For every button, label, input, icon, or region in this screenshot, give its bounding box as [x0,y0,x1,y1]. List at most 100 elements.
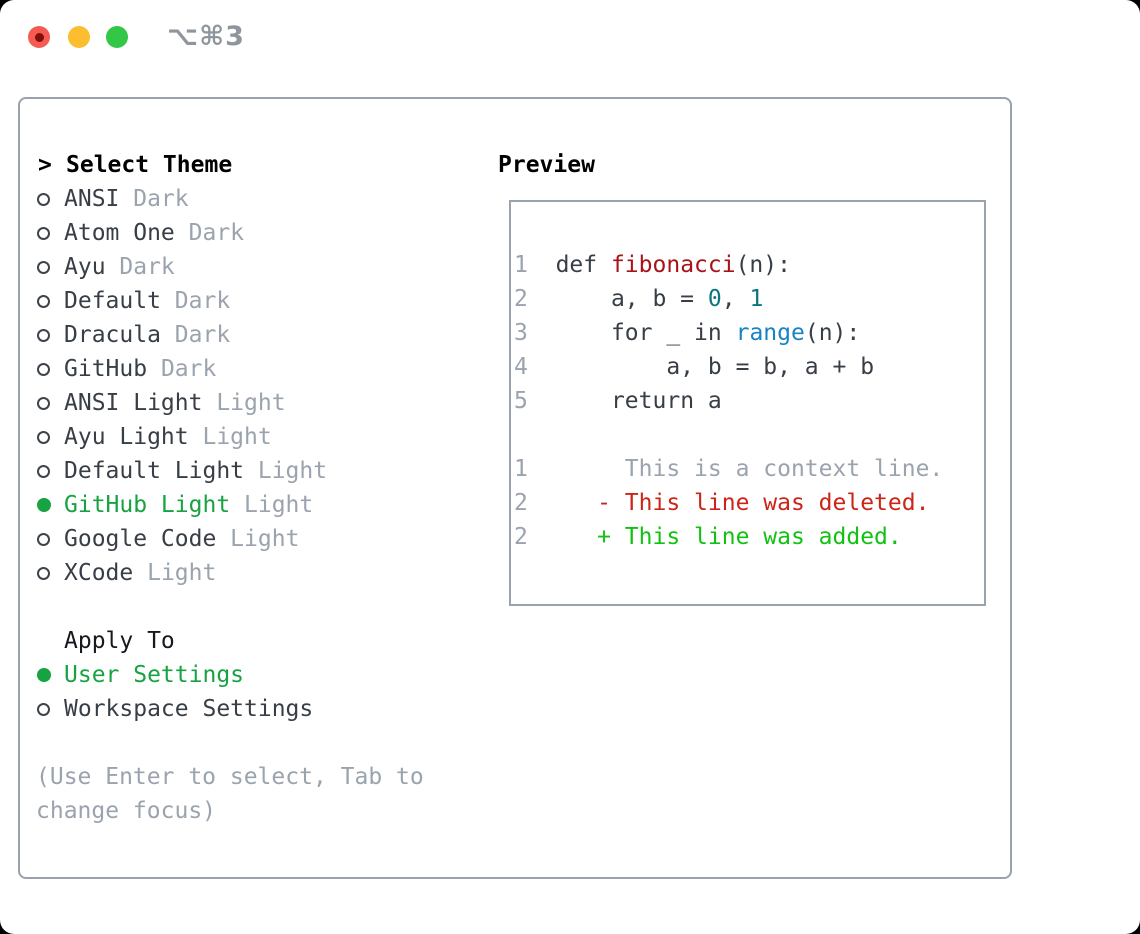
code-segment: - This line was deleted. [597,490,930,516]
unsaved-changes-dot-icon [34,32,44,42]
apply-to-label: User Settings [64,662,245,688]
theme-variant: Light [188,424,272,450]
theme-option[interactable]: Ayu Dark [36,250,496,284]
code-segment: in [694,320,722,346]
code-segment: 3 [514,320,528,346]
apply-to-header: Apply To [36,624,496,658]
radio-icon [36,532,64,546]
code-segment: 2 [514,286,528,312]
theme-option[interactable]: Dracula Dark [36,318,496,352]
theme-name: Atom One [64,220,175,246]
radio-icon [36,226,64,240]
theme-option[interactable]: Default Dark [36,284,496,318]
code-segment: This is a context line. [527,456,944,482]
theme-name: Google Code [64,526,217,552]
theme-name: GitHub [64,356,148,382]
theme-option[interactable]: Google Code Light [36,522,496,556]
code-line: 5 return a [514,384,984,418]
theme-variant: Light [133,560,217,586]
code-segment: 1 [749,286,764,312]
theme-name: Ayu [64,254,106,280]
titlebar: ⌥⌘3 [0,0,1140,75]
radio-icon [36,362,64,376]
code-segment: , [721,286,750,312]
theme-option[interactable]: ANSI Dark [36,182,496,216]
apply-to-option[interactable]: Workspace Settings [36,692,496,726]
code-segment [528,388,611,414]
code-line: 2 a, b = 0, 1 [514,282,984,316]
apply-to-option[interactable]: User Settings [36,658,496,692]
radio-circle [37,396,50,410]
radio-icon [36,396,64,410]
code-segment [528,252,556,278]
radio-circle [37,192,50,206]
code-segment: 2 [514,524,528,550]
code-segment: fibonacci [610,252,736,278]
code-segment: 1 [514,456,528,482]
theme-option[interactable]: GitHub Dark [36,352,496,386]
code-segment: 2 [514,490,528,516]
code-segment: 0 [707,286,722,312]
radio-icon [36,328,64,342]
code-segment: def [555,252,611,278]
code-segment [528,524,597,550]
close-button[interactable] [28,26,50,48]
spacer [36,726,496,760]
theme-variant: Dark [119,186,189,212]
radio-icon [36,702,64,716]
radio-circle [37,362,50,376]
theme-name: Default Light [64,458,245,484]
code-line: 1 def fibonacci(n): [514,248,984,282]
theme-option[interactable]: XCode Light [36,556,496,590]
code-segment: a, b = [527,286,708,312]
radio-circle [37,328,50,342]
theme-variant: Light [202,390,286,416]
theme-name: GitHub Light [64,492,231,518]
theme-option[interactable]: Default Light Light [36,454,496,488]
theme-option[interactable]: GitHub Light Light [36,488,496,522]
theme-option[interactable]: Ayu Light Light [36,420,496,454]
code-segment: 5 [514,388,528,414]
code-line: 2 - This line was deleted. [514,486,984,520]
radio-icon [36,294,64,308]
select-theme-title: Select Theme [66,152,233,178]
code-segment: 1 [514,252,528,278]
radio-icon [36,430,64,444]
theme-variant: Dark [147,356,217,382]
radio-icon [36,192,64,206]
preview-header: Preview [498,152,595,178]
focus-cursor-icon: > [38,152,52,178]
apply-to-title: Apply To [64,628,175,654]
theme-name: ANSI Light [64,390,203,416]
radio-circle [37,532,50,546]
apply-to-label: Workspace Settings [64,696,314,722]
theme-name: ANSI [64,186,120,212]
code-segment: _ [652,320,695,346]
code-segment [528,490,597,516]
code-segment: range [735,320,805,346]
radio-selected-icon [36,498,64,512]
minimize-button[interactable] [68,26,90,48]
code-segment [722,320,736,346]
theme-variant: Dark [160,288,231,314]
theme-option[interactable]: Atom One Dark [36,216,496,250]
radio-circle [37,226,50,240]
radio-icon [36,464,64,478]
theme-option[interactable]: ANSI Light Light [36,386,496,420]
radio-circle [37,260,50,274]
radio-circle [37,566,50,580]
maximize-button[interactable] [106,26,128,48]
theme-variant: Light [216,526,300,552]
theme-name: Dracula [64,322,161,348]
code-line: 1 This is a context line. [514,452,984,486]
radio-icon [36,566,64,580]
code-segment: 4 [514,354,528,380]
keyboard-hint-text: (Use Enter to select, Tab to change focu… [36,764,424,824]
radio-circle [37,464,50,478]
window-title: ⌥⌘3 [167,21,245,52]
code-segment: (n): [804,320,861,346]
radio-circle [37,702,50,716]
